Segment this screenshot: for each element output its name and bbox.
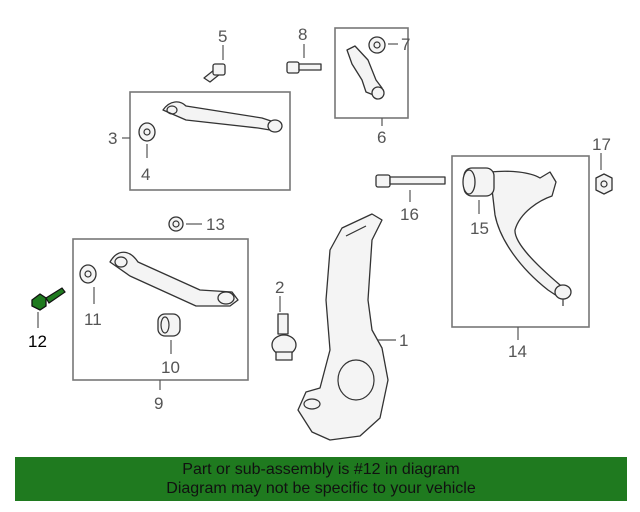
callout-6: 6 — [377, 128, 386, 147]
callout-3: 3 — [108, 129, 117, 148]
bushing-part-11[interactable] — [79, 264, 97, 284]
group-box-9 — [72, 238, 249, 381]
ball-joint-part-2[interactable] — [271, 313, 297, 361]
callout-17: 17 — [592, 135, 611, 154]
group-box-3 — [129, 91, 291, 191]
control-arm-part-9[interactable] — [109, 251, 239, 307]
callout-11: 11 — [84, 310, 102, 329]
callout-16: 16 — [400, 205, 419, 224]
nut-part-17[interactable] — [595, 173, 613, 195]
notice-line-2: Diagram may not be specific to your vehi… — [166, 480, 476, 497]
callout-13: 13 — [206, 215, 225, 234]
bushing-part-7[interactable] — [368, 36, 386, 54]
callout-5: 5 — [218, 27, 227, 46]
callout-1: 1 — [399, 331, 408, 350]
steering-knuckle-part-1[interactable] — [297, 213, 389, 441]
nut-part-13[interactable] — [168, 216, 184, 232]
bushing-part-4[interactable] — [138, 122, 156, 142]
leader-lines — [37, 43, 602, 390]
control-arm-part-14[interactable] — [489, 170, 572, 306]
notice-banner: Part or sub-assembly is #12 in diagram D… — [15, 457, 627, 501]
bolt-part-16[interactable] — [375, 174, 446, 188]
callout-15: 15 — [470, 219, 489, 238]
bushing-part-10[interactable] — [157, 313, 181, 337]
bolt-part-8[interactable] — [286, 61, 322, 74]
callout-7: 7 — [401, 35, 410, 54]
bolt-part-5[interactable] — [203, 63, 226, 83]
control-arm-part-6[interactable] — [346, 45, 385, 100]
callout-14: 14 — [508, 342, 527, 361]
bolt-part-12[interactable] — [31, 287, 66, 311]
callout-8: 8 — [298, 25, 307, 44]
control-arm-part-3[interactable] — [162, 101, 283, 133]
callout-10: 10 — [161, 358, 180, 377]
callout-2: 2 — [275, 278, 284, 297]
notice-line-1: Part or sub-assembly is #12 in diagram — [182, 461, 460, 478]
callout-4: 4 — [141, 165, 150, 184]
callout-9: 9 — [154, 394, 163, 413]
callout-12: 12 — [28, 332, 47, 351]
bushing-part-15[interactable] — [462, 167, 495, 197]
